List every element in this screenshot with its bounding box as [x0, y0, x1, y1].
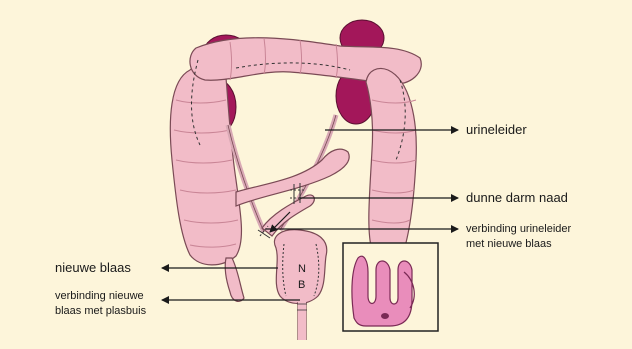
small-intestine — [236, 149, 349, 236]
label-connection-ureter: verbinding urineleider met nieuwe blaas — [466, 222, 571, 252]
bladder-inset — [343, 243, 438, 331]
label-connection-urethra-line2: blaas met plasbuis — [55, 304, 146, 319]
label-ureter: urineleider — [466, 122, 527, 137]
label-connection-urethra: verbinding nieuwe blaas met plasbuis — [55, 289, 146, 319]
label-connection-urethra-line1: verbinding nieuwe — [55, 289, 146, 304]
label-suture: dunne darm naad — [466, 190, 568, 205]
label-connection-ureter-line2: met nieuwe blaas — [466, 237, 571, 252]
bladder-letter-n: N — [298, 263, 306, 275]
bladder-letter-b: B — [298, 279, 305, 291]
label-new-bladder: nieuwe blaas — [55, 260, 131, 275]
label-connection-ureter-line1: verbinding urineleider — [466, 222, 571, 237]
